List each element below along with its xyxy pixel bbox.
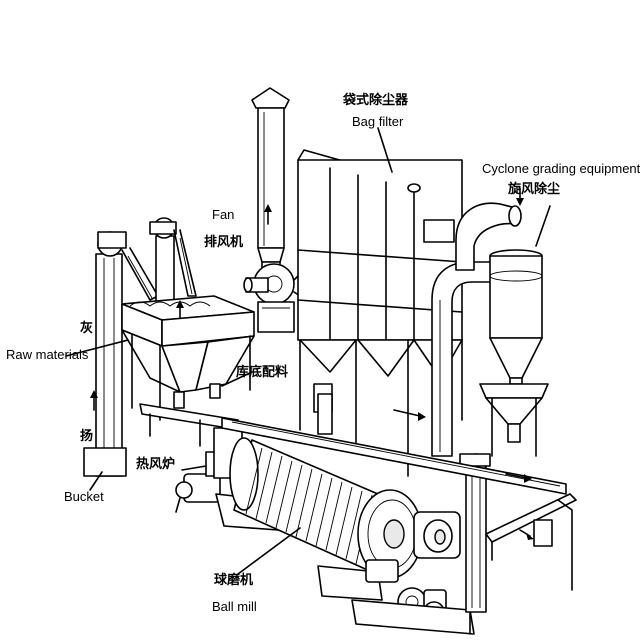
leader-lines — [65, 127, 551, 575]
ball-mill-en-label: Ball mill — [212, 599, 257, 614]
belt-conveyor-right — [221, 417, 577, 591]
bucket-elevator-left — [83, 231, 159, 477]
raw-materials-en-label: Raw materials — [6, 347, 89, 362]
hot-air-furnace-cn-label: 热风炉 — [136, 457, 176, 472]
exhaust-fan — [243, 263, 301, 333]
feeder-cn-label: 库底配料 — [236, 365, 289, 380]
raw-material-bins — [121, 295, 255, 421]
bucket-elevator-right — [459, 453, 501, 613]
ball-mill — [215, 437, 475, 635]
cyclone-cn-label: 旋风除尘 — [508, 182, 561, 197]
flow-arrows — [90, 187, 534, 540]
raw-materials-cn-char: 灰 — [80, 321, 94, 336]
fan-en-label: Fan — [212, 207, 235, 222]
bucket-elevator-middle — [149, 217, 197, 307]
hopper-cn-char: 扬 — [80, 429, 94, 444]
ball-mill-cn-label: 球磨机 — [214, 573, 254, 588]
bag-filter-cn-label: 袋式除尘器 — [343, 93, 409, 108]
hot-air-furnace — [175, 427, 243, 513]
fan-chimney — [251, 87, 290, 279]
bucket-en-label: Bucket — [64, 489, 104, 504]
cyclone-en-label: Cyclone grading equipment — [482, 161, 640, 176]
fan-cn-label: 排风机 — [204, 235, 244, 250]
bag-filter-en-label: Bag filter — [352, 114, 404, 129]
cyclone-separator — [479, 249, 549, 457]
air-duct — [431, 202, 522, 457]
